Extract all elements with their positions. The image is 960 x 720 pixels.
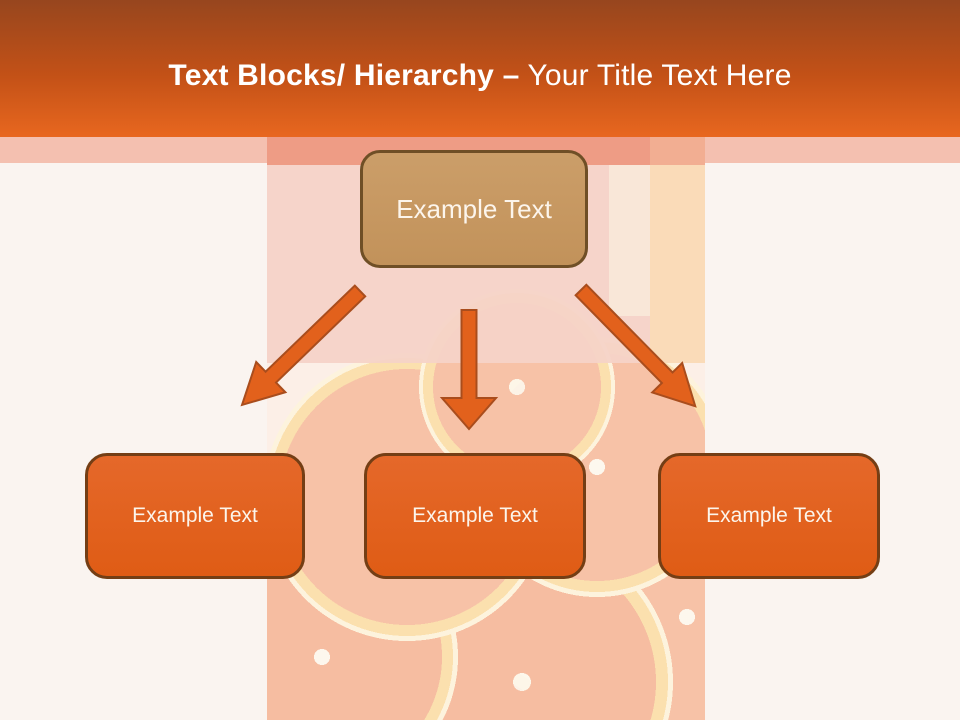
overlay-strip-peach — [650, 165, 705, 363]
child-text-block-3-label: Example Text — [706, 504, 832, 527]
root-text-block-label: Example Text — [396, 193, 552, 224]
overlay-strip-light — [609, 165, 650, 316]
child-text-block-1[interactable]: Example Text — [85, 453, 305, 579]
slide-header: Text Blocks/ Hierarchy – Your Title Text… — [0, 0, 960, 137]
page-title-bold-segment: Text Blocks/ Hierarchy – — [168, 58, 520, 92]
child-text-block-1-label: Example Text — [132, 504, 258, 527]
child-text-block-2[interactable]: Example Text — [364, 453, 586, 579]
child-text-block-2-label: Example Text — [412, 504, 538, 527]
root-text-block[interactable]: Example Text — [360, 150, 588, 268]
child-text-block-3[interactable]: Example Text — [658, 453, 880, 579]
page-title-regular-segment: Your Title Text Here — [519, 58, 792, 92]
overlay-strip-peach-top — [650, 137, 705, 165]
page-title: Text Blocks/ Hierarchy – Your Title Text… — [168, 45, 791, 93]
